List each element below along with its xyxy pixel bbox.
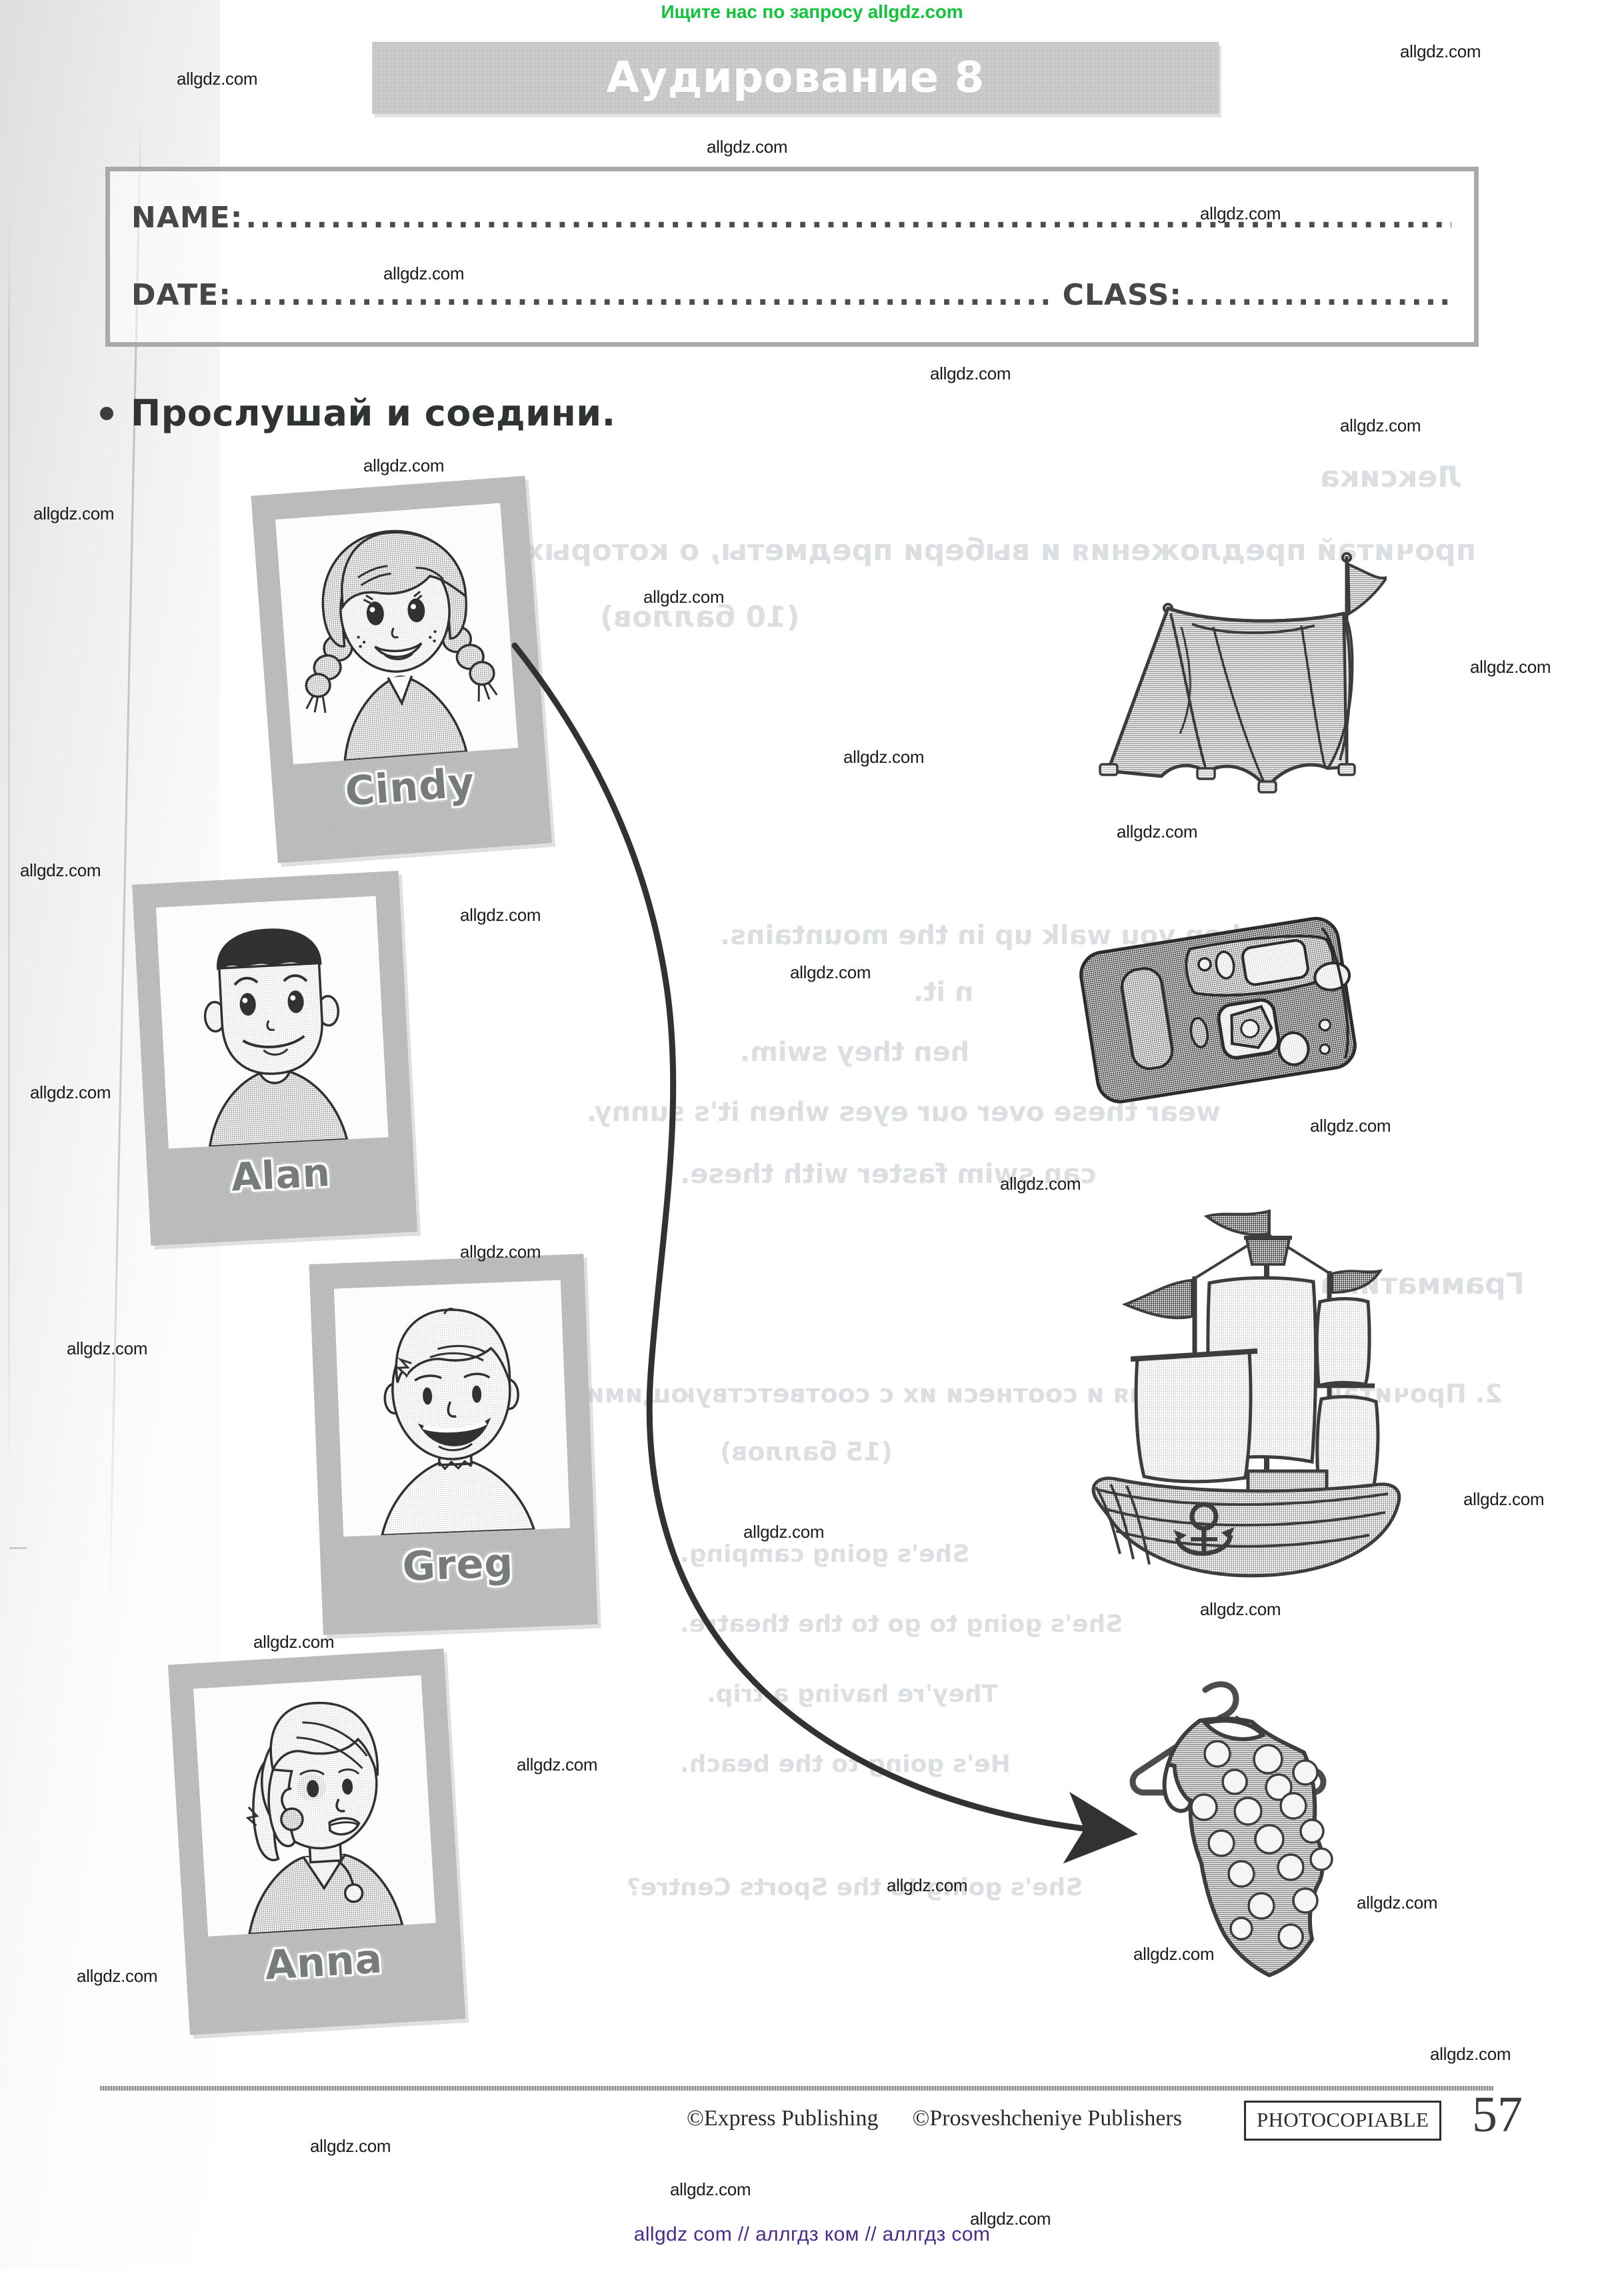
watermark-text: allgdz.com	[1430, 2044, 1511, 2064]
connector-arrow-cindy-to-swimsuit	[511, 642, 1138, 1864]
portrait-greg	[333, 1280, 570, 1537]
footer-divider	[100, 2086, 1493, 2091]
photo-card-alan[interactable]: Alan Alan	[132, 870, 417, 1246]
name-field-row: NAME: ..................................…	[131, 201, 1451, 235]
worksheet-title-bar: Аудирование 8	[372, 42, 1219, 114]
watermark-text: allgdz.com	[363, 455, 445, 475]
footer-credits: ©Express Publishing ©Prosveshcheniye Pub…	[687, 2106, 1182, 2131]
watermark-text: allgdz.com	[177, 69, 258, 89]
watermark-text: allgdz.com	[1470, 657, 1551, 677]
photocopiable-badge: PHOTOCOPIABLE	[1244, 2101, 1442, 2141]
sailing-ship-icon	[1091, 1209, 1401, 1578]
boy-with-dark-hair-icon	[155, 896, 389, 1149]
watermark-text: allgdz.com	[643, 587, 725, 607]
watermark-text: allgdz.com	[1463, 1489, 1545, 1509]
polka-dot-swimsuit-icon	[1129, 1681, 1333, 1977]
boy-with-light-hair-icon	[333, 1280, 570, 1537]
object-swimsuit[interactable]	[1093, 1674, 1360, 1987]
date-input-line[interactable]: ........................................…	[233, 281, 1048, 310]
watermark-text: allgdz.com	[1117, 822, 1198, 842]
watermark-text: allgdz.com	[383, 263, 465, 283]
watermark-text: allgdz.com	[460, 905, 541, 925]
watermark-text: allgdz.com	[1200, 203, 1281, 223]
watermark-text: allgdz.com	[743, 1522, 825, 1542]
instruction-text: Прослушай и соедини.	[131, 392, 616, 434]
portrait-anna	[193, 1675, 436, 1937]
watermark-text: allgdz.com	[1000, 1174, 1081, 1194]
watermark-text: allgdz.com	[970, 2209, 1051, 2229]
name-label: NAME:	[131, 201, 243, 235]
watermark-text: allgdz.com	[843, 747, 925, 767]
watermark-text: allgdz.com	[20, 860, 101, 880]
watermark-text: allgdz.com	[1310, 1116, 1391, 1136]
bottom-promo-banner: allgdz com // аллгдз ком // аллгдз com	[633, 2223, 991, 2245]
class-input-line[interactable]: .......................	[1185, 281, 1451, 310]
watermark-text: allgdz.com	[887, 1875, 968, 1895]
watermark-text: allgdz.com	[1200, 1599, 1281, 1619]
photo-card-cindy[interactable]: Cindy Cindy	[251, 475, 552, 864]
photo-camera-icon	[1079, 916, 1357, 1104]
watermark-text: allgdz.com	[1400, 41, 1481, 61]
publisher-express: ©Express Publishing	[687, 2106, 879, 2131]
class-label: CLASS:	[1062, 278, 1182, 312]
photo-caption-anna: Anna	[263, 1935, 384, 1989]
watermark-text: allgdz.com	[310, 2136, 391, 2156]
object-tent[interactable]	[1013, 547, 1390, 827]
page-title: Аудирование 8	[606, 53, 985, 103]
watermark-text: allgdz.com	[1133, 1944, 1215, 1964]
book-page-edge	[8, 220, 10, 1487]
portrait-cindy	[275, 503, 519, 765]
watermark-text: allgdz.com	[67, 1338, 148, 1358]
watermark-text: allgdz.com	[77, 1966, 158, 1986]
camping-tent-icon	[1099, 552, 1390, 794]
student-info-box: NAME: ..................................…	[105, 167, 1479, 347]
watermark-text: allgdz.com	[930, 363, 1011, 383]
watermark-text: allgdz.com	[790, 962, 871, 982]
date-class-field-row: DATE: ..................................…	[131, 278, 1451, 312]
page-edge-mark	[9, 1547, 27, 1549]
watermark-text: allgdz.com	[33, 503, 115, 523]
watermark-text: allgdz.com	[670, 2179, 751, 2199]
object-ship[interactable]	[1047, 1207, 1420, 1580]
object-camera[interactable]	[1060, 894, 1373, 1127]
photo-card-greg[interactable]: Greg Greg	[309, 1254, 598, 1635]
watermark-text: allgdz.com	[707, 137, 788, 157]
watermark-text: allgdz.com	[460, 1242, 541, 1262]
date-label: DATE:	[131, 278, 231, 312]
photo-card-anna[interactable]: Anna Anna	[167, 1648, 466, 2035]
girl-with-ponytail-icon	[193, 1675, 436, 1937]
watermark-text: allgdz.com	[30, 1082, 111, 1102]
name-input-line[interactable]: ........................................…	[245, 203, 1451, 233]
top-promo-banner: Ищите нас по запросу allgdz.com	[661, 1, 963, 22]
watermark-text: allgdz.com	[1340, 415, 1421, 435]
photo-caption-alan: Alan	[229, 1149, 332, 1200]
page-number: 57	[1472, 2087, 1523, 2143]
watermark-text: allgdz.com	[1357, 1893, 1438, 1913]
publisher-prosveshcheniye: ©Prosveshcheniye Publishers	[912, 2106, 1182, 2131]
task-instruction: Прослушай и соедини.	[100, 392, 616, 434]
bullet-icon	[100, 406, 113, 420]
watermark-text: allgdz.com	[253, 1632, 335, 1652]
girl-with-braids-icon	[275, 503, 519, 765]
portrait-alan	[155, 896, 389, 1149]
watermark-text: allgdz.com	[517, 1755, 598, 1775]
